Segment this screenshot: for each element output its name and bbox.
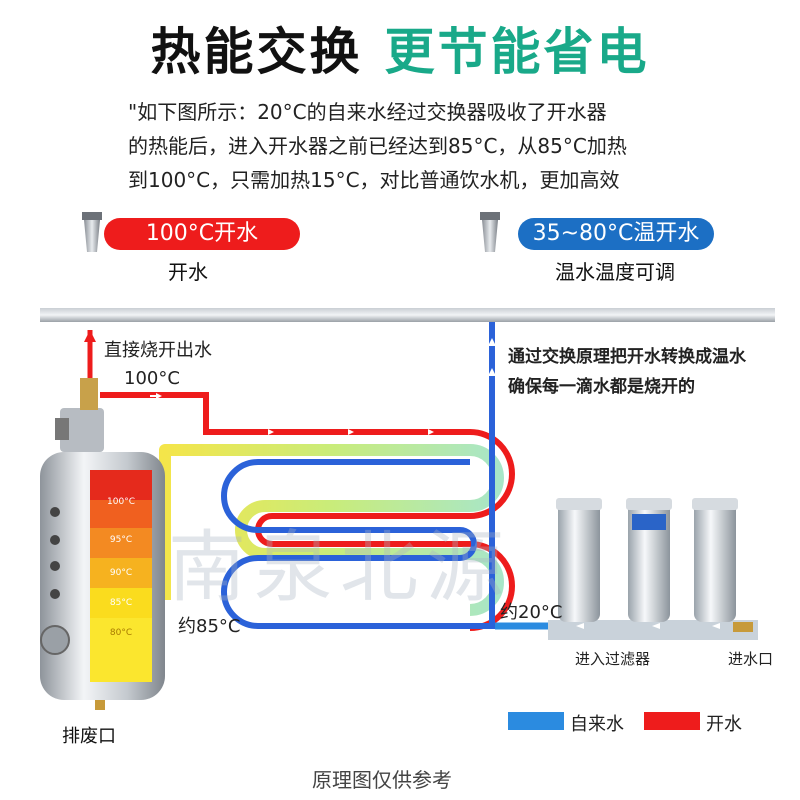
direct-out-label: 直接烧开出水 <box>104 340 212 361</box>
headline-part2: 更节能省电 <box>384 23 650 81</box>
boiling-water-pill-text: 100°C开水 <box>145 221 259 246</box>
description-line1: "如下图所示：20°C的自来水经过交换器吸收了开水器 <box>128 100 607 124</box>
warm-water-pill-text: 35~80°C温开水 <box>532 221 700 246</box>
boiling-water-caption: 开水 <box>168 260 208 284</box>
arrow-up-icon <box>84 330 96 342</box>
drain-label: 排废口 <box>62 726 116 747</box>
note-line2: 确保每一滴水都是烧开的 <box>508 377 695 397</box>
tank-level-100: 100°C <box>107 497 135 507</box>
legend-swatch-boiling-water <box>644 712 700 730</box>
tank-level-85: 85°C <box>109 598 133 608</box>
warm-water-pill: 35~80°C温开水 <box>518 218 714 250</box>
boiling-tap-icon <box>82 212 102 252</box>
inlet-label: 进水口 <box>728 650 774 668</box>
into-filter-label: 进入过滤器 <box>575 650 651 668</box>
headline: 热能交换更节能省电 <box>0 12 800 84</box>
tank-level-90: 90°C <box>109 568 133 578</box>
legend-label-tap-water: 自来水 <box>570 714 624 735</box>
water-boiler-tank <box>40 452 165 710</box>
main-pipe <box>40 308 775 322</box>
warm-tap-icon <box>480 212 500 252</box>
warm-water-caption: 温水温度可调 <box>555 260 675 284</box>
temp-20-label: 约20°C <box>500 602 563 623</box>
note-line1: 通过交换原理把开水转换成温水 <box>508 347 746 367</box>
legend-swatch-tap-water <box>508 712 564 730</box>
filter-cartridges <box>548 498 758 640</box>
temp-85-label: 约85°C <box>178 616 241 637</box>
headline-part1: 热能交换 <box>150 23 363 81</box>
valve-icon <box>55 378 104 452</box>
legend-label-boiling-water: 开水 <box>706 714 742 735</box>
description-line2: 的热能后，进入开水器之前已经达到85°C，从85°C加热 <box>128 134 627 158</box>
temp-100-label: 100°C <box>124 368 180 389</box>
watermark: 南泉北源 <box>168 523 513 613</box>
footer-note: 原理图仅供参考 <box>312 768 452 792</box>
boiling-water-pill: 100°C开水 <box>104 218 300 250</box>
tank-level-80: 80°C <box>109 628 133 638</box>
tank-level-95: 95°C <box>109 535 133 545</box>
description-line3: 到100°C，只需加热15°C，对比普通饮水机，更加高效 <box>128 168 620 192</box>
